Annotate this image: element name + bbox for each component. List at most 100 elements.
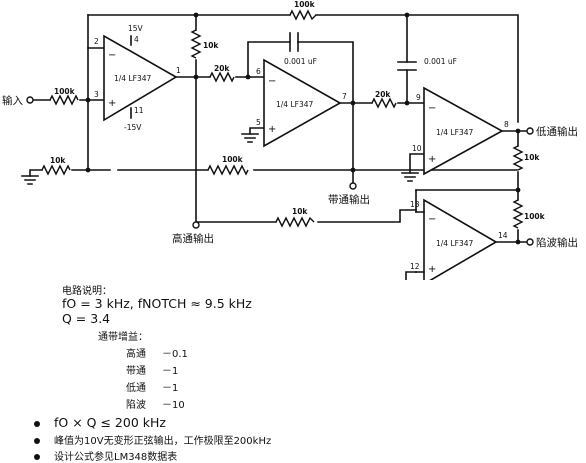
notch-terminal: [526, 238, 534, 246]
bandpass-output-label: 带通输出: [328, 193, 370, 206]
label-r-int1: 20k: [214, 64, 230, 73]
gain-value: －10: [162, 400, 185, 411]
circuit-notes: 电路说明： fO = 3 kHz, fNOTCH ≈ 9.5 kHz Q = 3…: [34, 280, 574, 463]
resistor-r-lp: [512, 145, 524, 171]
svg-text:13: 13: [410, 200, 420, 209]
resistor-r-int1: [209, 71, 235, 83]
resistor-r-in: [49, 94, 79, 106]
svg-text:7: 7: [342, 92, 347, 101]
resistor-r-notch-fb: [512, 199, 524, 229]
svg-text:14: 14: [498, 231, 508, 240]
opamp-u3: − + 1/4 LF347 9 10 8: [412, 86, 509, 176]
svg-text:+: +: [428, 154, 436, 165]
gain-name: 高通: [126, 349, 146, 360]
svg-text:10: 10: [412, 144, 422, 153]
gain-row: 高通 －0.1: [126, 345, 188, 360]
svg-text:-15V: -15V: [124, 123, 142, 132]
svg-text:12: 12: [410, 262, 420, 271]
svg-text:1/4 LF347: 1/4 LF347: [436, 128, 473, 137]
bullet-item: 设计公式参见LM348数据表: [34, 448, 177, 463]
highpass-terminal: [192, 221, 200, 229]
ground-symbols: [21, 133, 419, 185]
ground-icon: [21, 175, 39, 185]
svg-text:2: 2: [94, 37, 99, 46]
resistor-r-top: [289, 9, 317, 21]
gain-value: －1: [162, 383, 179, 394]
gain-name: 陷波: [126, 400, 146, 411]
label-r-top: 100k: [294, 0, 316, 9]
svg-text:+: +: [108, 98, 116, 109]
svg-text:−: −: [428, 103, 436, 114]
gain-value: －1: [162, 366, 179, 377]
svg-text:−: −: [108, 50, 116, 61]
gain-row: 低通 －1: [126, 379, 178, 394]
svg-text:+: +: [428, 264, 436, 275]
resistor-r-int2: [371, 97, 397, 109]
svg-text:8: 8: [504, 120, 509, 129]
resistor-r-fb1: [190, 29, 202, 59]
bullet-item: fO × Q ≤ 200 kHz: [34, 415, 166, 430]
label-r-fb1: 10k: [203, 41, 219, 50]
state-variable-filter-schematic: − + 1/4 LF347 2 3 1 4 11 15V -15V − + 1/…: [2, 0, 578, 280]
svg-text:−: −: [268, 76, 276, 87]
ground-icon: [241, 133, 259, 143]
ground-icon: [401, 172, 419, 182]
bullet-icon: [34, 438, 40, 444]
gain-title: 通带增益：: [98, 332, 148, 343]
input-label: 输入: [2, 94, 23, 107]
bandpass-terminal: [349, 182, 357, 190]
svg-text:+: +: [268, 124, 276, 135]
svg-text:5: 5: [256, 118, 261, 127]
label-r-int2: 20k: [375, 90, 391, 99]
bullet-icon: [34, 421, 40, 427]
gain-row: 带通 －1: [126, 362, 178, 377]
svg-text:1/4 LF347: 1/4 LF347: [114, 74, 151, 83]
label-r-gnd: 10k: [50, 156, 66, 165]
capacitor-c2: [397, 61, 417, 71]
svg-text:15V: 15V: [128, 24, 144, 33]
lowpass-terminal: [526, 127, 534, 135]
svg-text:6: 6: [256, 67, 261, 76]
capacitors: [289, 32, 417, 71]
gain-value: －0.1: [162, 349, 188, 360]
resistor-r-notch-in: [275, 216, 315, 228]
label-c2: 0.001 uF: [424, 57, 457, 66]
label-c1: 0.001 uF: [284, 57, 317, 66]
opamp-u1: − + 1/4 LF347 2 3 1 4 11 15V -15V: [94, 24, 181, 132]
label-r-lp: 10k: [524, 153, 540, 162]
terminals: 输入 高通输出 带通输出 低通输出 陷波输出: [2, 94, 578, 249]
resistor-r-gnd: [41, 164, 71, 176]
lowpass-output-label: 低通输出: [536, 125, 578, 138]
junction-dots: [85, 12, 521, 245]
notes-title: 电路说明：: [62, 286, 112, 297]
notch-output-label: 陷波输出: [536, 236, 578, 249]
resistor-r-long: [207, 164, 249, 176]
opamp-u2: − + 1/4 LF347 6 5 7: [256, 58, 347, 148]
svg-text:1/4 LF347: 1/4 LF347: [436, 239, 473, 248]
label-r-notch-in: 10k: [292, 207, 308, 216]
f0-spec: fO = 3 kHz, fNOTCH ≈ 9.5 kHz: [62, 296, 252, 311]
wires: [29, 14, 528, 280]
gain-name: 低通: [126, 383, 146, 394]
input-terminal: [26, 96, 34, 104]
svg-text:9: 9: [416, 93, 421, 102]
gain-row: 陷波 －10: [126, 396, 185, 411]
capacitor-c1: [289, 32, 299, 52]
bullet-item: 峰值为10V无变形正弦输出，工作极限至200kHz: [34, 432, 271, 447]
highpass-output-label: 高通输出: [172, 232, 214, 245]
label-r-long: 100k: [222, 155, 244, 164]
gain-name: 带通: [126, 366, 146, 377]
label-r-notch-fb: 100k: [524, 212, 546, 221]
svg-text:3: 3: [94, 90, 99, 99]
component-labels: 100k 100k 10k 10k 20k 100k 20k 10k 10k 1…: [50, 0, 546, 221]
q-spec: Q = 3.4: [62, 311, 111, 326]
resistors: [41, 9, 524, 229]
svg-text:1: 1: [176, 66, 181, 75]
svg-text:4: 4: [134, 35, 139, 44]
svg-text:1/4 LF347: 1/4 LF347: [276, 100, 313, 109]
svg-text:11: 11: [134, 106, 144, 115]
svg-text:−: −: [428, 214, 436, 225]
opamp-u4: − + 1/4 LF347 13 12 14: [410, 198, 508, 280]
bullet-icon: [34, 454, 40, 460]
label-r-in: 100k: [54, 87, 76, 96]
